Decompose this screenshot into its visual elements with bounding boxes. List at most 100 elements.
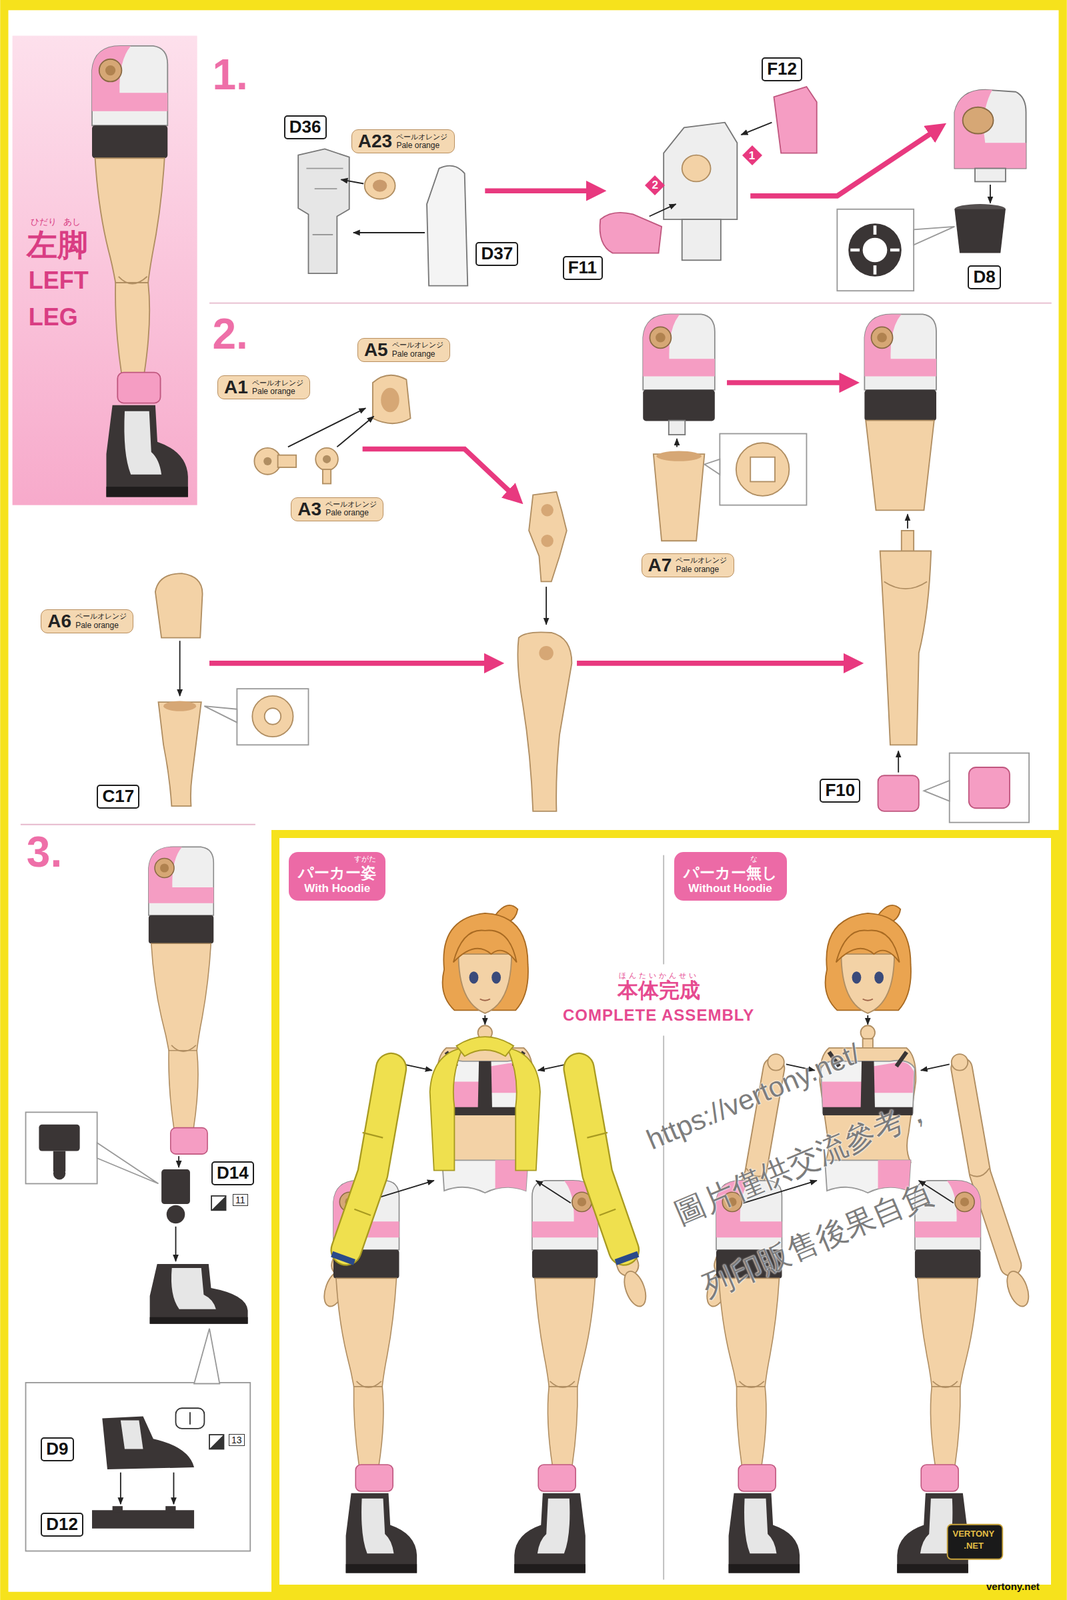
illustration-polyline xyxy=(362,448,519,501)
color-name: Pale orange xyxy=(392,350,444,360)
illustration-circle xyxy=(540,504,553,517)
illustration-circle xyxy=(538,646,553,661)
illustration-path xyxy=(209,1435,224,1450)
order-number: 2 xyxy=(651,179,658,191)
part-number-box: D12 xyxy=(40,1513,84,1538)
illustration-path xyxy=(517,632,572,812)
illustration-circle xyxy=(736,442,790,497)
illustration-circle xyxy=(53,1167,66,1180)
illustration-line xyxy=(336,416,374,447)
illustration-line xyxy=(178,1156,180,1168)
illustration-rect xyxy=(750,457,775,483)
step-1-parts xyxy=(298,86,1026,291)
illustration-circle xyxy=(166,1205,186,1225)
variant-name: パーカー無し xyxy=(683,864,778,883)
illustration-ellipse xyxy=(962,107,994,135)
illustration-rect xyxy=(878,775,919,812)
illustration-rect xyxy=(161,1169,191,1205)
illustration-path xyxy=(880,551,932,746)
color-name: Pale orange xyxy=(325,508,377,519)
illustration-line xyxy=(662,855,665,965)
part-number: D9 xyxy=(46,1439,69,1460)
color-name-jp: ペールオレンジ xyxy=(392,340,444,350)
illustration-path xyxy=(528,492,567,583)
color-name: Pale orange xyxy=(675,565,727,575)
color-callout: A7ペールオレンジPale orange xyxy=(641,553,735,578)
diamond-outline xyxy=(644,175,665,196)
illustration-line xyxy=(173,1473,175,1505)
illustration-rect xyxy=(38,1125,80,1152)
furigana: な xyxy=(750,854,758,864)
part-number-box: D37 xyxy=(475,242,519,267)
illustration-line xyxy=(989,184,991,204)
illustration-circle xyxy=(322,455,331,464)
illustration-rect xyxy=(719,434,807,506)
badge-text: .NET xyxy=(963,1541,984,1551)
illustration-ellipse xyxy=(380,388,400,413)
illustration-line xyxy=(676,438,678,447)
badge-text: VERTONY xyxy=(952,1529,995,1539)
illustration-line xyxy=(576,660,858,667)
step-number: 3. xyxy=(26,830,63,874)
illustration-line xyxy=(189,1412,191,1425)
variant-name: パーカー姿 xyxy=(298,864,377,883)
illustration-path xyxy=(426,166,468,287)
illustration-path xyxy=(913,226,955,246)
illustration-circle xyxy=(254,448,281,475)
illustration-line xyxy=(288,408,366,447)
left-leg-panel xyxy=(12,36,198,506)
illustration-line xyxy=(340,179,364,184)
part-number: A3 xyxy=(297,500,322,519)
part-number: A7 xyxy=(648,556,673,575)
part-number: D37 xyxy=(480,243,513,264)
illustration-line xyxy=(906,514,909,529)
illustration-line xyxy=(353,232,425,234)
step-2-parts xyxy=(155,314,1029,823)
illustration-rect xyxy=(278,455,297,468)
color-name: Pale orange xyxy=(75,621,127,631)
illustration-path xyxy=(306,168,343,235)
furigana: あし xyxy=(63,217,81,227)
color-name-jp: ペールオレンジ xyxy=(675,556,727,565)
illustration-rect xyxy=(165,1506,176,1513)
color-name-jp: ペールオレンジ xyxy=(396,132,448,142)
step-number: 1. xyxy=(212,53,248,97)
part-number: F11 xyxy=(568,257,597,278)
order-diamond: 1 xyxy=(741,144,763,167)
color-callout: A6ペールオレンジPale orange xyxy=(40,609,134,634)
illustration-line xyxy=(662,1036,665,1581)
part-number-box: F11 xyxy=(562,256,603,281)
diamond-outline xyxy=(742,145,763,166)
variant-tag: すがたパーカー姿With Hoodie xyxy=(288,852,386,901)
illustration-rect xyxy=(176,1408,205,1430)
illustration-circle xyxy=(263,457,272,466)
illustration-path xyxy=(204,706,237,723)
illustration-path xyxy=(923,780,949,802)
illustration-path xyxy=(954,90,1026,169)
illustration-polyline xyxy=(750,126,941,197)
illustration-line xyxy=(209,660,499,667)
section-title: 本体完成 xyxy=(614,980,703,1001)
step-3-parts xyxy=(26,846,251,1552)
part-number-box: F10 xyxy=(819,778,861,803)
illustration-rect xyxy=(836,209,914,291)
color-name-jp: ペールオレンジ xyxy=(252,378,304,388)
illustration-rect xyxy=(947,1525,1003,1560)
color-name-jp: ペールオレンジ xyxy=(325,500,377,509)
part-number: D14 xyxy=(216,1163,249,1184)
part-number: A5 xyxy=(364,340,389,360)
part-number: F12 xyxy=(766,58,797,79)
illustration-circle xyxy=(252,696,293,737)
illustration-rect xyxy=(8,10,1059,1592)
color-name: Pale orange xyxy=(252,387,304,397)
illustration-rect xyxy=(901,530,914,554)
illustration-ellipse xyxy=(656,451,701,462)
illustration-g xyxy=(702,905,1033,1574)
illustration-rect xyxy=(26,1112,98,1184)
part-number-box: F12 xyxy=(761,57,803,82)
part-number: D12 xyxy=(46,1514,79,1535)
illustration-line xyxy=(179,640,181,697)
illustration-path xyxy=(372,375,411,424)
